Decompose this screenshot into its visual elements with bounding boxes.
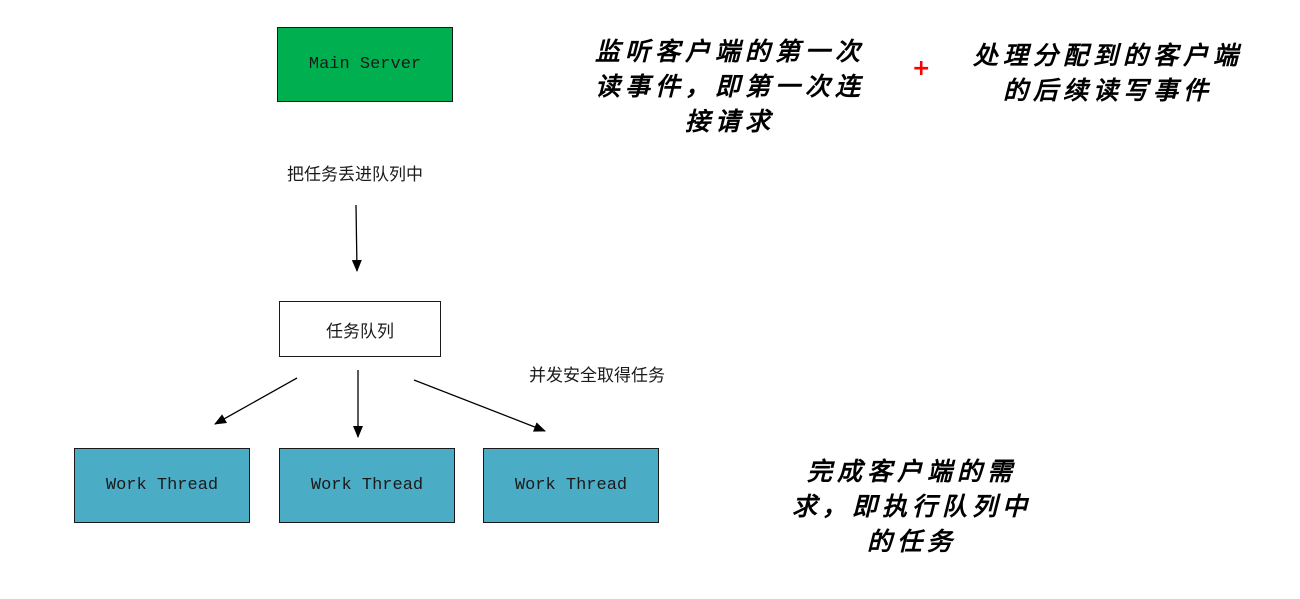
task-queue-node: 任务队列 bbox=[279, 301, 441, 357]
enqueue-label: 把任务丢进队列中 bbox=[287, 165, 423, 185]
plus-sign: + bbox=[912, 56, 931, 81]
work-thread-node-3: Work Thread bbox=[483, 448, 659, 523]
arrow-queue-to-worker-1 bbox=[214, 377, 298, 425]
work-thread-node-2: Work Thread bbox=[279, 448, 455, 523]
worker-note: 完成客户端的需求，即执行队列中的任务 bbox=[792, 457, 1033, 556]
sub-reactor-note: 处理分配到的客户端的后续读写事件 bbox=[972, 41, 1243, 105]
arrow-queue-to-worker-3 bbox=[413, 379, 546, 432]
dequeue-label: 并发安全取得任务 bbox=[529, 366, 665, 386]
arrow-server-to-queue bbox=[351, 204, 362, 272]
main-server-note: 监听客户端的第一次读事件，即第一次连接请求 bbox=[594, 37, 865, 136]
work-thread-node-1: Work Thread bbox=[74, 448, 250, 523]
main-server-node: Main Server bbox=[277, 27, 453, 102]
